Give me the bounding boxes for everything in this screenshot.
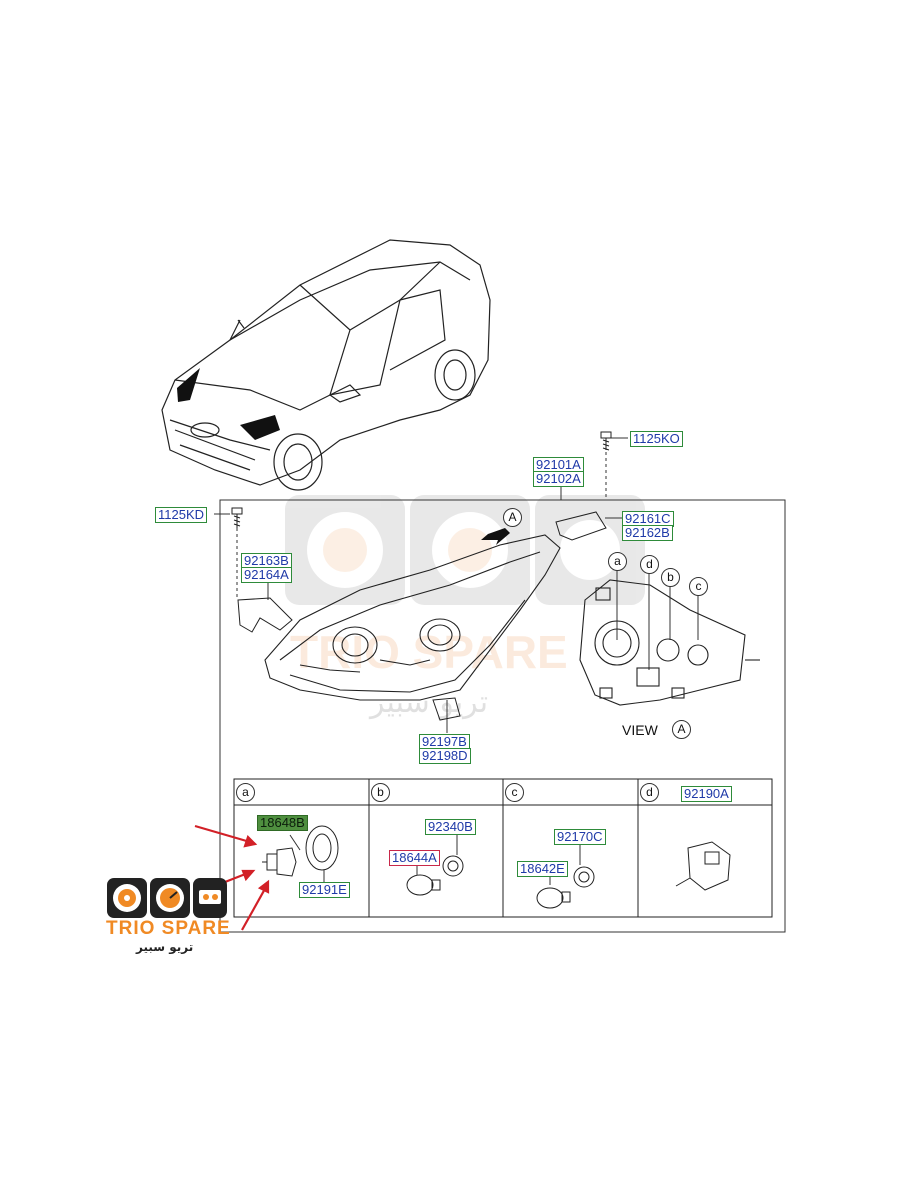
car-headlamp-left [177, 368, 200, 402]
logo-arabic: تريو سبير [136, 940, 194, 954]
label-1125KO: 1125KO [630, 431, 683, 447]
table-callout-c: c [505, 783, 524, 802]
label-18642E: 18642E [517, 861, 568, 877]
headlamp-rear-view [579, 579, 760, 706]
watermark-arabic: تريو سبير [368, 685, 488, 720]
label-92163B: 92163B [241, 553, 292, 569]
actuator-92190A-drawing [675, 841, 731, 891]
socket-92170C-drawing [573, 866, 595, 888]
label-92101A: 92101A [533, 457, 584, 473]
label-18644A: 18644A [389, 850, 440, 866]
dust-cap-92191E-drawing [305, 825, 339, 871]
bolt-1125KO [600, 431, 612, 451]
table-callout-b: b [371, 783, 390, 802]
logo-icons [107, 878, 227, 918]
label-18648B: 18648B [257, 815, 308, 831]
bolt-1125KD [231, 507, 243, 528]
callout-c: c [689, 577, 708, 596]
logo-name: TRIO SPARE [106, 918, 231, 939]
bulb-18642E-drawing [536, 887, 571, 909]
bracket-92161C [555, 511, 607, 541]
callout-d: d [640, 555, 659, 574]
bracket-92197B [432, 697, 461, 721]
label-92161C: 92161C [622, 511, 674, 527]
callout-A: A [503, 508, 522, 527]
view-label: VIEW [622, 722, 658, 738]
callout-b: b [661, 568, 680, 587]
label-92170C: 92170C [554, 829, 606, 845]
label-92102A: 92102A [533, 471, 584, 487]
leader-lines [214, 437, 786, 933]
label-92190A: 92190A [681, 786, 732, 802]
bulb-h7-drawing [262, 847, 297, 877]
label-1125KD: 1125KD [155, 507, 208, 523]
bulb-18644A-drawing [406, 874, 441, 896]
red-arrows [194, 824, 270, 931]
car-illustration [161, 239, 491, 491]
table-callout-a: a [236, 783, 255, 802]
label-92198D: 92198D [419, 748, 471, 764]
label-92162B: 92162B [622, 525, 673, 541]
callout-view-A: A [672, 720, 691, 739]
table-callout-d: d [640, 783, 659, 802]
view-arrow [481, 528, 510, 545]
bulb-table [233, 778, 773, 918]
bracket-92163B [237, 597, 293, 633]
callout-a: a [608, 552, 627, 571]
label-92340B: 92340B [425, 819, 476, 835]
car-headlamp-right [240, 415, 280, 440]
socket-92340B-drawing [442, 855, 464, 877]
headlamp-assembly [264, 534, 561, 701]
label-92191E: 92191E [299, 882, 350, 898]
label-92164A: 92164A [241, 567, 292, 583]
